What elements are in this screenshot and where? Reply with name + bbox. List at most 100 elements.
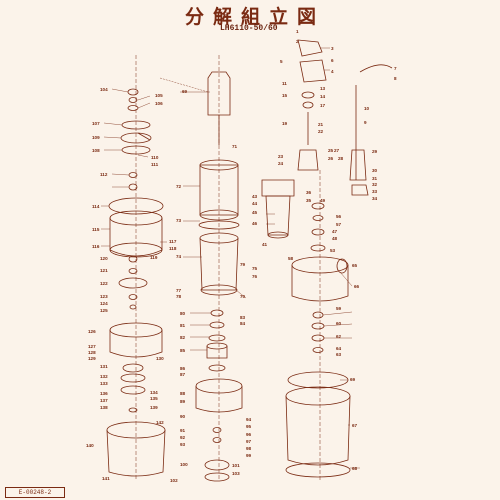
part-73 bbox=[198, 220, 240, 230]
callout-43: 43 bbox=[252, 194, 258, 199]
callout-8: 8 bbox=[394, 76, 397, 81]
callout-62: 62 bbox=[336, 334, 342, 339]
callout-94: 94 bbox=[246, 417, 252, 422]
callout-66: 66 bbox=[354, 284, 360, 289]
part-122 bbox=[118, 277, 148, 289]
part-86 bbox=[208, 364, 226, 372]
callout-82: 82 bbox=[180, 335, 186, 340]
callout-46: 46 bbox=[252, 221, 258, 226]
callout-92: 92 bbox=[180, 435, 186, 440]
callout-121: 121 bbox=[100, 268, 108, 273]
callout-25: 25 bbox=[328, 148, 334, 153]
document-number-box: E-00248-2 bbox=[5, 487, 65, 498]
callout-132: 132 bbox=[100, 374, 108, 379]
callout-64: 64 bbox=[336, 346, 342, 351]
callout-69-rotor: 69 bbox=[182, 89, 188, 94]
callout-59: 59 bbox=[336, 306, 342, 311]
part-81 bbox=[209, 321, 225, 329]
callout-45: 45 bbox=[252, 210, 258, 215]
callout-70: 70 bbox=[240, 294, 246, 299]
model-number: LH6110-50/60 bbox=[220, 24, 278, 33]
part-53 bbox=[310, 244, 326, 252]
callout-81: 81 bbox=[180, 323, 186, 328]
callout-71: 71 bbox=[232, 144, 238, 149]
callout-116: 116 bbox=[92, 244, 100, 249]
part-57 bbox=[312, 215, 324, 221]
callout-125: 125 bbox=[100, 308, 108, 313]
callout-23: 23 bbox=[278, 154, 284, 159]
callout-90: 90 bbox=[180, 414, 186, 419]
callout-117: 117 bbox=[169, 239, 177, 244]
part-69-rotor bbox=[207, 71, 231, 116]
callout-27: 27 bbox=[334, 148, 340, 153]
callout-24: 24 bbox=[278, 161, 284, 166]
callout-137: 137 bbox=[100, 398, 108, 403]
part-91 bbox=[212, 427, 222, 433]
part-100 bbox=[204, 459, 230, 471]
part-132 bbox=[120, 373, 146, 383]
callout-11: 11 bbox=[282, 81, 287, 86]
callout-75: 75 bbox=[252, 266, 258, 271]
callout-80: 80 bbox=[180, 311, 186, 316]
callout-78: 78 bbox=[176, 294, 182, 299]
stator-top bbox=[199, 159, 239, 171]
callout-44: 44 bbox=[252, 201, 258, 206]
part-131 bbox=[122, 363, 144, 373]
callout-65: 65 bbox=[352, 263, 358, 268]
frame-bottom bbox=[200, 284, 238, 296]
part-106 bbox=[127, 105, 139, 111]
callout-122: 122 bbox=[100, 281, 108, 286]
callout-14: 14 bbox=[320, 94, 326, 99]
callout-13: 13 bbox=[320, 86, 326, 91]
part-88 bbox=[195, 386, 243, 413]
callout-76: 76 bbox=[252, 274, 258, 279]
callout-35: 35 bbox=[306, 198, 312, 203]
stator-bottom bbox=[199, 209, 239, 221]
part-43 bbox=[265, 195, 291, 236]
part-110 bbox=[137, 132, 151, 141]
callout-98: 98 bbox=[246, 446, 252, 451]
callout-103: 103 bbox=[232, 471, 240, 476]
part-126-top bbox=[109, 322, 163, 338]
callout-93: 93 bbox=[180, 442, 186, 447]
part-33 bbox=[351, 184, 369, 196]
callout-22: 22 bbox=[318, 129, 324, 134]
callout-30: 30 bbox=[372, 168, 378, 173]
callout-36: 36 bbox=[306, 190, 312, 195]
callout-58: 58 bbox=[288, 256, 294, 261]
part-82 bbox=[208, 334, 226, 342]
callout-135: 135 bbox=[150, 396, 158, 401]
callout-67: 67 bbox=[352, 423, 358, 428]
part-65 bbox=[336, 258, 348, 274]
callout-139: 139 bbox=[150, 405, 158, 410]
callout-108: 108 bbox=[92, 148, 100, 153]
callout-128: 128 bbox=[88, 350, 96, 355]
callout-41: 41 bbox=[262, 242, 268, 247]
callout-69: 69 bbox=[350, 377, 356, 382]
callout-114: 114 bbox=[92, 204, 100, 209]
part-64 bbox=[312, 347, 324, 353]
callout-17: 17 bbox=[320, 103, 326, 108]
part-49 bbox=[311, 202, 325, 210]
part-92 bbox=[212, 437, 222, 443]
callout-96: 96 bbox=[246, 432, 252, 437]
callout-130: 130 bbox=[156, 356, 164, 361]
callout-104: 104 bbox=[100, 87, 108, 92]
callout-48: 48 bbox=[332, 236, 338, 241]
part-41 bbox=[261, 179, 295, 197]
callout-28: 28 bbox=[338, 156, 344, 161]
callout-87: 87 bbox=[180, 372, 186, 377]
part-3-cap bbox=[297, 39, 323, 57]
part-87-top bbox=[285, 386, 351, 406]
callout-127: 127 bbox=[88, 344, 96, 349]
part-66 bbox=[291, 265, 349, 302]
drawing-title: 分解組立図 bbox=[184, 6, 325, 28]
part-140 bbox=[106, 429, 166, 477]
callout-6: 6 bbox=[331, 58, 334, 63]
part-105 bbox=[128, 97, 138, 103]
part-115-top bbox=[109, 210, 163, 226]
callout-79: 79 bbox=[240, 262, 246, 267]
callout-133: 133 bbox=[100, 381, 108, 386]
